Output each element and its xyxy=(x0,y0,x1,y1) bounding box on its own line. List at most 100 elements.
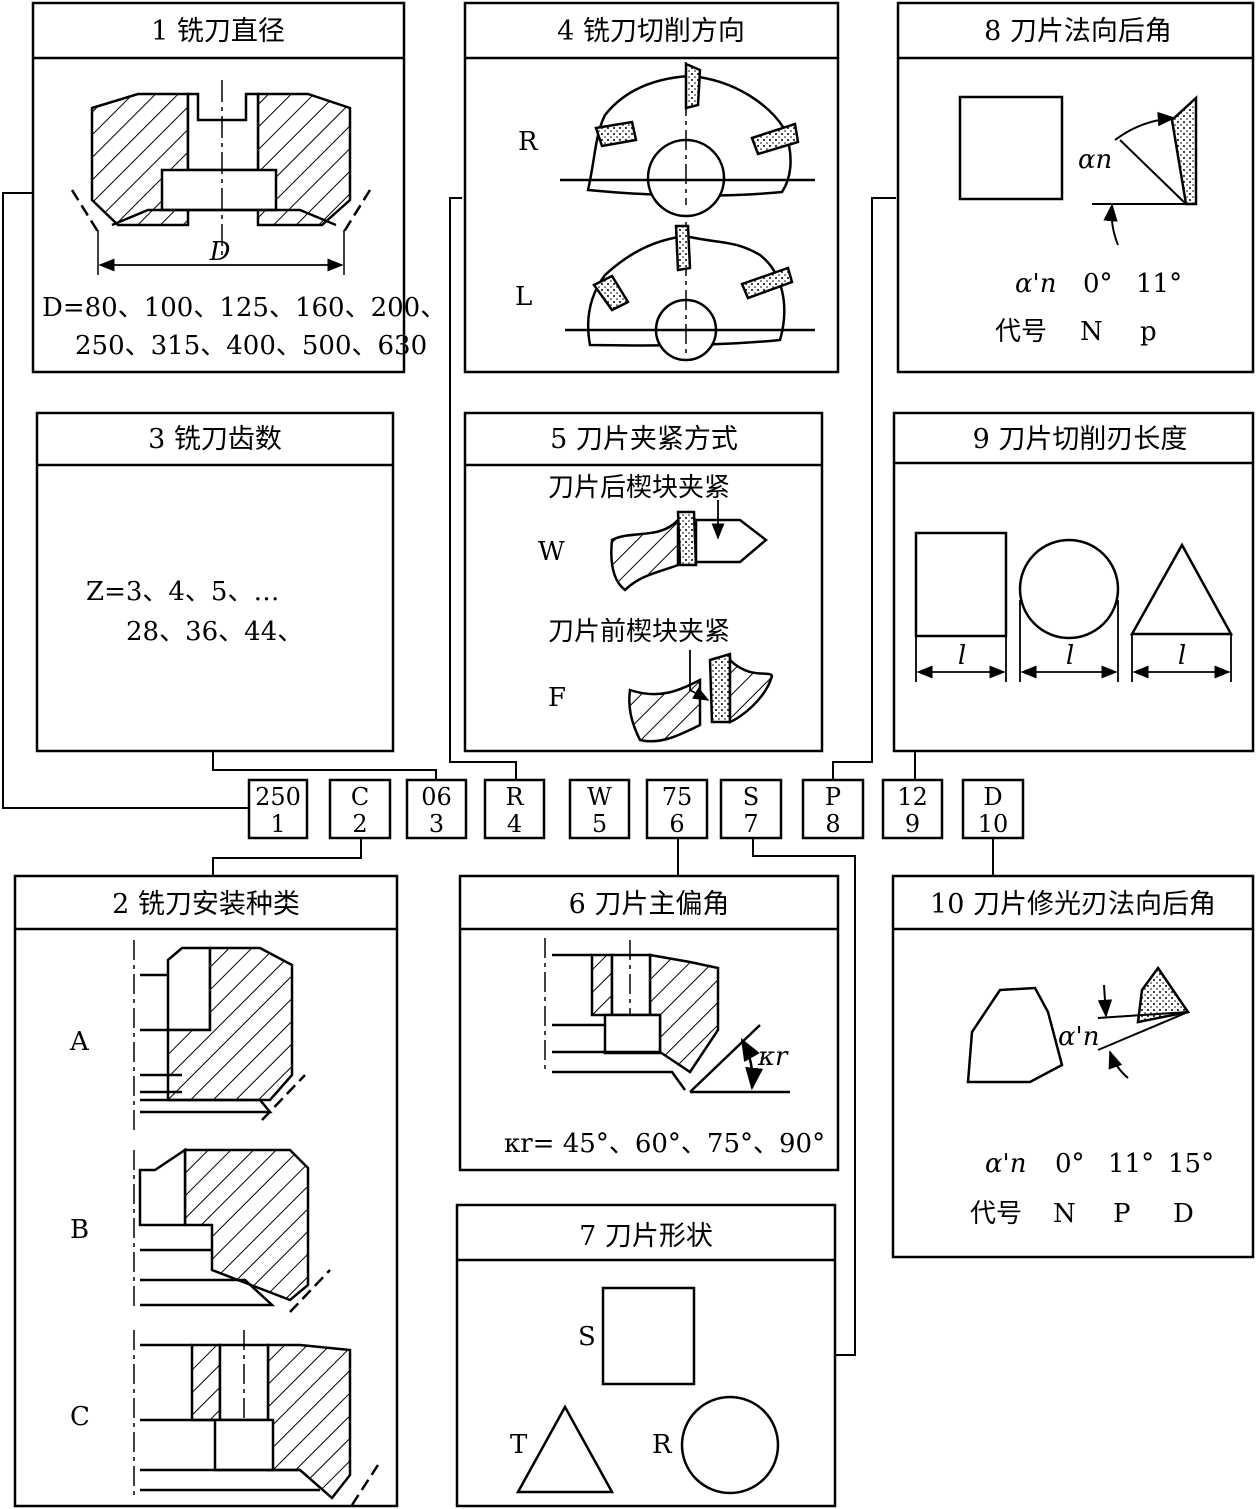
code-row-label: 代号 xyxy=(995,317,1047,347)
code-box: S 7 xyxy=(719,778,783,840)
round-insert-icon xyxy=(1018,538,1120,640)
mounting-b-drawing xyxy=(133,1147,331,1313)
code-box-index: 1 xyxy=(270,810,285,838)
mounting-option-label: B xyxy=(70,1215,89,1245)
lead-angle-label: κr xyxy=(757,1042,789,1072)
length-dimension-lines xyxy=(915,600,1232,682)
code-box: P 8 xyxy=(801,778,865,840)
code-box-index: 10 xyxy=(978,810,1009,838)
angle-value: 15° xyxy=(1168,1149,1214,1179)
code-box-index: 8 xyxy=(825,810,840,838)
right-hand-cutter-drawing xyxy=(560,62,815,218)
clamping-code: W xyxy=(538,537,565,567)
code-box-code: 06 xyxy=(421,783,452,811)
round-insert-icon xyxy=(680,1395,780,1495)
diameter-values-line1: D=80、100、125、160、200、 xyxy=(42,293,446,323)
clamping-code: F xyxy=(548,683,566,713)
code-value: D xyxy=(1173,1199,1194,1229)
shape-option-label: T xyxy=(510,1430,528,1460)
panel-1-cutter-diameter: 1 铣刀直径 D D=80、100、125、160、200、 250、315、4… xyxy=(31,1,446,374)
diameter-label: D xyxy=(209,237,231,267)
code-value: P xyxy=(1113,1199,1131,1229)
code-box-index: 5 xyxy=(592,810,607,838)
panel-8-insert-normal-clearance: 8 刀片法向后角 αn α'n 0° 11° 代号 N p xyxy=(896,1,1255,374)
panel-3-number-of-teeth: 3 铣刀齿数 Z=3、4、5、… 28、36、44、 xyxy=(35,411,395,753)
panel-10-wiper-normal-clearance: 10 刀片修光刃法向后角 α'n α'n 0° 11° 15° 代号 N P D xyxy=(891,874,1255,1259)
code-box-code: P xyxy=(825,783,841,811)
square-insert-icon xyxy=(601,1286,696,1386)
code-box-index: 7 xyxy=(743,810,758,838)
cutter-section-drawing xyxy=(70,80,372,275)
mounting-a-drawing xyxy=(133,940,306,1130)
clamping-desc: 刀片后楔块夹紧 xyxy=(548,473,730,503)
code-box: D 10 xyxy=(961,778,1025,840)
panel-title: 10 刀片修光刃法向后角 xyxy=(930,889,1216,920)
teeth-values-line2: 28、36、44、 xyxy=(126,617,303,647)
mounting-option-label: A xyxy=(69,1027,90,1057)
code-box-code: D xyxy=(983,783,1002,811)
code-box-index: 2 xyxy=(352,810,367,838)
lead-angle-values: κr= 45°、60°、75°、90° xyxy=(504,1129,825,1159)
panel-title: 9 刀片切削刃长度 xyxy=(973,424,1188,455)
code-value: N xyxy=(1053,1199,1076,1229)
code-box-index: 3 xyxy=(429,810,444,838)
panel-title: 4 铣刀切削方向 xyxy=(557,16,745,47)
clearance-angle-label: αn xyxy=(1078,145,1112,175)
code-box-code: W xyxy=(587,783,612,811)
wiper-angle-label: α'n xyxy=(1058,1022,1099,1052)
panel-6-insert-lead-angle: 6 刀片主偏角 κr κr= 45°、60°、75°、90° xyxy=(458,874,840,1172)
code-box-index: 9 xyxy=(905,810,920,838)
angle-value: 11° xyxy=(1136,269,1182,299)
code-box-code: 75 xyxy=(662,783,693,811)
diameter-values-line2: 250、315、400、500、630 xyxy=(75,331,427,361)
shape-option-label: R xyxy=(652,1430,673,1460)
code-box: 250 1 xyxy=(247,778,309,840)
panel-title: 1 铣刀直径 xyxy=(151,16,285,47)
teeth-values-line1: Z=3、4、5、… xyxy=(86,577,279,607)
mounting-option-label: C xyxy=(70,1402,90,1432)
code-box-code: R xyxy=(505,783,524,811)
angle-value: 0° xyxy=(1055,1149,1085,1179)
length-label: l xyxy=(1178,641,1186,671)
panel-title: 3 铣刀齿数 xyxy=(148,424,282,455)
direction-option-label: R xyxy=(518,127,539,157)
code-box-code: C xyxy=(351,783,369,811)
clamping-desc: 刀片前楔块夹紧 xyxy=(548,617,730,647)
code-box-code: 12 xyxy=(897,783,928,811)
code-value: N xyxy=(1080,317,1103,347)
code-box: W 5 xyxy=(568,778,631,840)
code-box-index: 4 xyxy=(507,810,522,838)
code-box-code: S xyxy=(743,783,759,811)
angle-value: 11° xyxy=(1108,1149,1154,1179)
wiper-insert-icon xyxy=(966,986,1064,1084)
panel-title: 8 刀片法向后角 xyxy=(984,16,1172,47)
direction-option-label: L xyxy=(515,282,532,312)
code-box-index: 6 xyxy=(669,810,684,838)
rear-wedge-clamp-drawing xyxy=(610,500,768,592)
clearance-angle-drawing xyxy=(1092,95,1198,246)
mounting-c-drawing xyxy=(133,1330,380,1506)
panel-9-cutting-edge-length: 9 刀片切削刃长度 l l l xyxy=(892,411,1255,753)
code-box: R 4 xyxy=(483,778,546,840)
panel-title: 7 刀片形状 xyxy=(579,1221,713,1252)
code-value: p xyxy=(1140,317,1157,347)
triangle-insert-icon xyxy=(1129,542,1234,636)
length-label: l xyxy=(958,641,966,671)
panel-title: 2 铣刀安装种类 xyxy=(112,889,300,920)
wiper-clearance-drawing xyxy=(1097,965,1191,1079)
length-label: l xyxy=(1066,641,1074,671)
panel-title: 5 刀片夹紧方式 xyxy=(550,424,738,455)
code-box: 75 6 xyxy=(645,778,709,840)
triangle-insert-icon xyxy=(515,1404,615,1494)
angle-value: 0° xyxy=(1083,269,1113,299)
square-insert-icon xyxy=(958,95,1064,201)
code-box: 06 3 xyxy=(405,778,468,840)
code-box: 12 9 xyxy=(881,778,944,840)
code-box: C 2 xyxy=(328,778,392,840)
left-hand-cutter-drawing xyxy=(565,222,815,362)
code-row-label: 代号 xyxy=(970,1199,1022,1229)
angle-row-symbol: α'n xyxy=(1015,269,1056,299)
panel-2-cutter-mounting: 2 铣刀安装种类 A B C xyxy=(13,874,399,1508)
panel-5-insert-clamping: 5 刀片夹紧方式 刀片后楔块夹紧 W 刀片前楔块夹紧 F xyxy=(463,411,824,753)
